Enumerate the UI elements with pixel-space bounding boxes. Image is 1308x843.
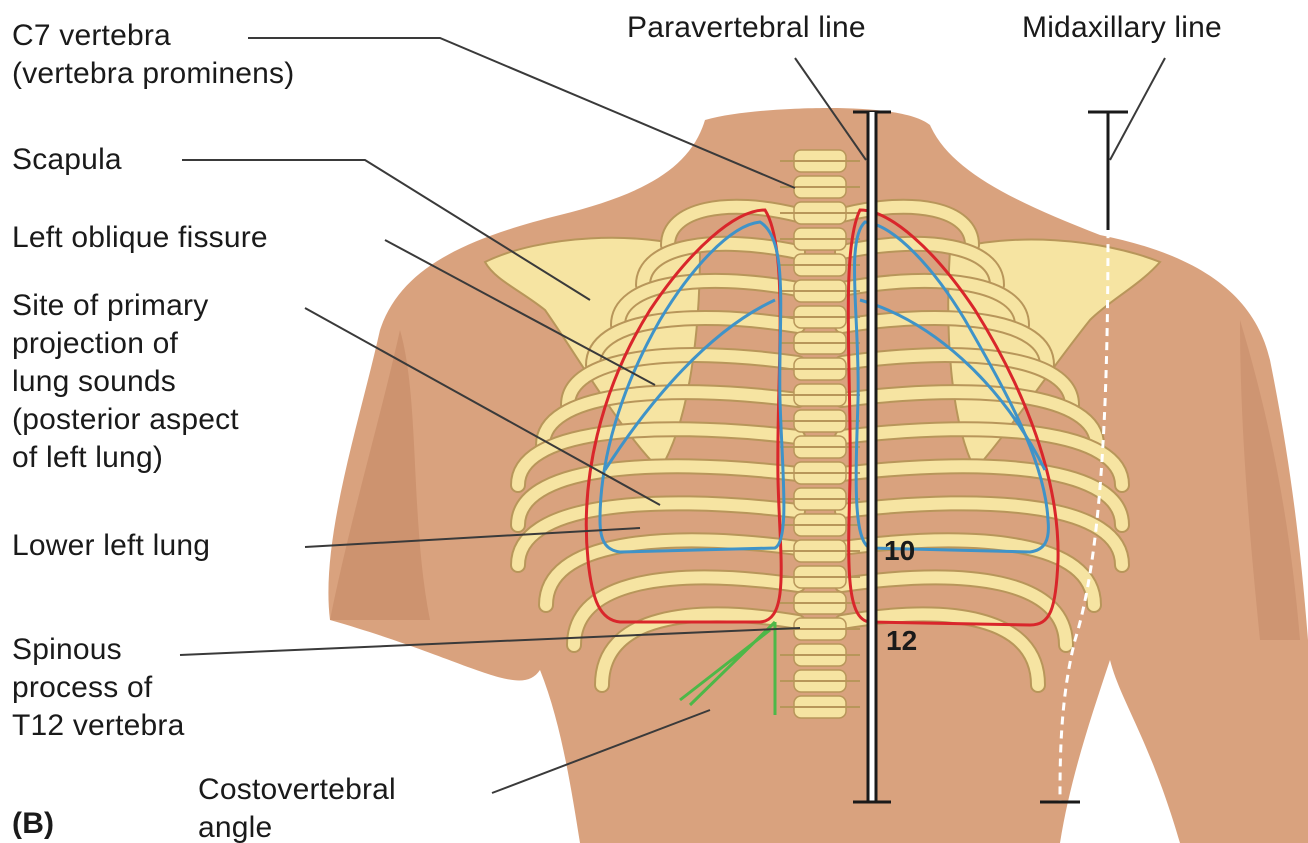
label-midaxillary-line: Midaxillary line — [1022, 10, 1222, 46]
rib-marker-12: 12 — [886, 625, 917, 657]
label-spinous-line1: Spinous — [12, 632, 122, 668]
panel-label: (B) — [12, 806, 54, 842]
label-costovertebral-line2: angle — [198, 810, 272, 843]
label-scapula: Scapula — [12, 142, 122, 178]
label-costovertebral-line1: Costovertebral — [198, 772, 396, 808]
label-c7-line1: C7 vertebra — [12, 18, 171, 54]
label-spinous-line2: process of — [12, 670, 152, 706]
label-c7-line2: (vertebra prominens) — [12, 56, 294, 92]
label-site-line5: of left lung) — [12, 440, 163, 476]
label-lower-left-lung: Lower left lung — [12, 528, 210, 564]
label-site-line1: Site of primary — [12, 288, 208, 324]
label-spinous-line3: T12 vertebra — [12, 708, 184, 744]
label-site-line4: (posterior aspect — [12, 402, 239, 438]
rib-marker-10: 10 — [884, 535, 915, 567]
label-site-line3: lung sounds — [12, 364, 176, 400]
label-left-oblique-fissure: Left oblique fissure — [12, 220, 268, 256]
label-paravertebral-line: Paravertebral line — [627, 10, 866, 46]
leader-midaxillary — [1110, 58, 1165, 160]
label-site-line2: projection of — [12, 326, 178, 362]
